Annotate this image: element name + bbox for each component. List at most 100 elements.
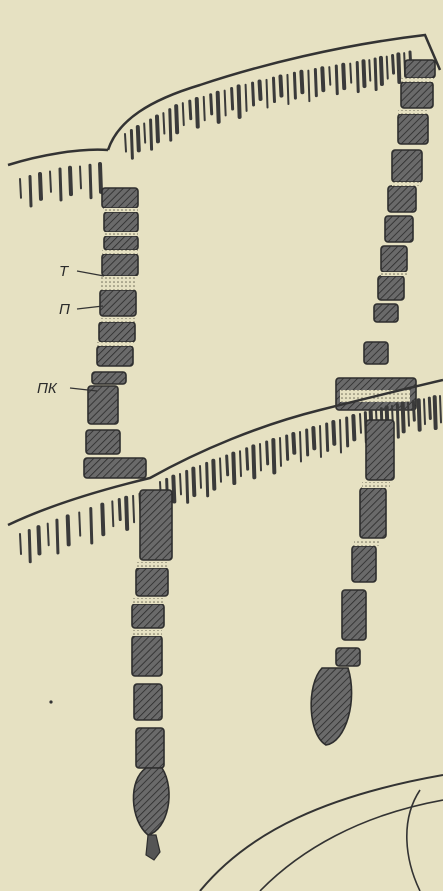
leaf-cell	[187, 471, 188, 502]
hypha-segment	[88, 386, 118, 424]
hypha-segment	[381, 246, 407, 272]
bulb-tip	[146, 835, 160, 860]
hypha-segment	[378, 276, 404, 300]
hypha-segment	[100, 290, 136, 316]
leaf-cell	[183, 103, 184, 125]
leaf-cell	[190, 101, 191, 119]
pore-dots	[401, 78, 433, 82]
leaf-cell	[20, 534, 21, 554]
leaf-cell	[20, 179, 21, 198]
hypha-segment	[92, 372, 126, 384]
hypha-segment	[97, 346, 133, 366]
leaf-cell	[360, 414, 361, 433]
upper-left-leaf-edge	[8, 150, 108, 165]
leaf-cell	[322, 68, 323, 90]
pore-dots	[354, 540, 380, 546]
leaf-cell	[131, 131, 132, 159]
pore-dots	[99, 318, 135, 322]
leaf-cell	[220, 458, 221, 481]
leaf-cell	[213, 461, 214, 489]
leaf-cell	[247, 449, 248, 469]
leaf-cell	[138, 127, 139, 150]
leaf-cell	[60, 169, 61, 200]
leaf-cell	[225, 91, 226, 116]
left-upper-hypha	[84, 188, 146, 478]
hypha-segment	[99, 322, 135, 342]
leaf-cell	[294, 73, 295, 98]
leaf-cell	[193, 469, 194, 495]
hypha-segment	[104, 212, 138, 232]
leaf-cell	[398, 54, 399, 82]
hypha-segment	[364, 342, 388, 364]
leaf-cell	[40, 174, 41, 199]
leaf-cell	[151, 120, 152, 149]
leaf-cell	[280, 438, 281, 466]
hypha-segment	[336, 648, 360, 666]
leaf-cell	[207, 463, 208, 495]
pore-dots	[101, 276, 137, 290]
hypha-segment	[398, 114, 428, 144]
hypha-segment	[342, 590, 366, 640]
leaf-cell	[375, 59, 376, 90]
leaf-cell	[163, 113, 164, 133]
leaf-cell	[340, 420, 341, 452]
leaf-cell	[102, 505, 103, 535]
hypha-segment	[102, 254, 138, 276]
leaf-cell	[173, 477, 174, 502]
leaf-cell	[57, 520, 58, 553]
upper-leaf-cells	[20, 52, 411, 206]
leaf-cell	[307, 430, 308, 455]
hypha-segment	[104, 236, 138, 250]
leaf-cell	[313, 428, 314, 448]
pore-dots	[136, 562, 168, 568]
leaf-cell	[308, 71, 309, 102]
leaf-cell	[239, 86, 240, 117]
bottom-right-outline-inner	[260, 800, 443, 891]
pore-dots	[132, 598, 164, 604]
leaf-cell	[429, 398, 430, 418]
leaf-cell	[419, 400, 420, 429]
leaf-cell	[381, 58, 382, 84]
leaf-cell	[315, 69, 316, 95]
leaf-cell	[301, 72, 302, 92]
leaf-cell	[333, 422, 334, 444]
right-lower-hypha	[311, 420, 394, 745]
leaf-cell	[413, 401, 414, 420]
hypha-segment	[132, 636, 162, 676]
leaf-cell	[253, 83, 254, 105]
leaf-cell	[170, 110, 171, 141]
leaf-cell	[91, 509, 92, 543]
hypha-segment	[405, 60, 435, 78]
terminal-bulb	[311, 668, 351, 745]
leaf-cell	[80, 167, 81, 189]
leaf-cell	[246, 85, 247, 111]
hypha-segment	[392, 150, 422, 182]
hypha-segment	[385, 216, 413, 242]
leaf-cell	[29, 531, 30, 562]
pore-dots	[398, 110, 428, 114]
leaf-cell	[218, 93, 219, 122]
hypha-segment	[366, 420, 394, 480]
leaf-cell	[176, 106, 177, 132]
leaf-cell	[440, 396, 441, 422]
leaf-cell	[180, 474, 181, 494]
leaf-cell	[253, 446, 254, 477]
pore-dots	[104, 208, 138, 212]
pore-dots	[97, 342, 133, 346]
leaf-cell	[287, 436, 288, 459]
right-upper-hypha	[336, 60, 435, 410]
leaf-cell	[300, 432, 301, 461]
label-pk: ПК	[37, 380, 58, 397]
hypha-segment	[84, 458, 146, 478]
pore-dots	[104, 232, 138, 236]
leaf-cell	[273, 440, 274, 472]
leaf-cell	[353, 416, 354, 439]
leaf-cell	[204, 97, 205, 120]
leaf-cell	[267, 80, 268, 108]
leaf-cell	[393, 55, 394, 73]
leaf-cell	[363, 61, 364, 86]
terminal-bulb	[133, 768, 169, 835]
hypha-segment	[374, 304, 398, 322]
